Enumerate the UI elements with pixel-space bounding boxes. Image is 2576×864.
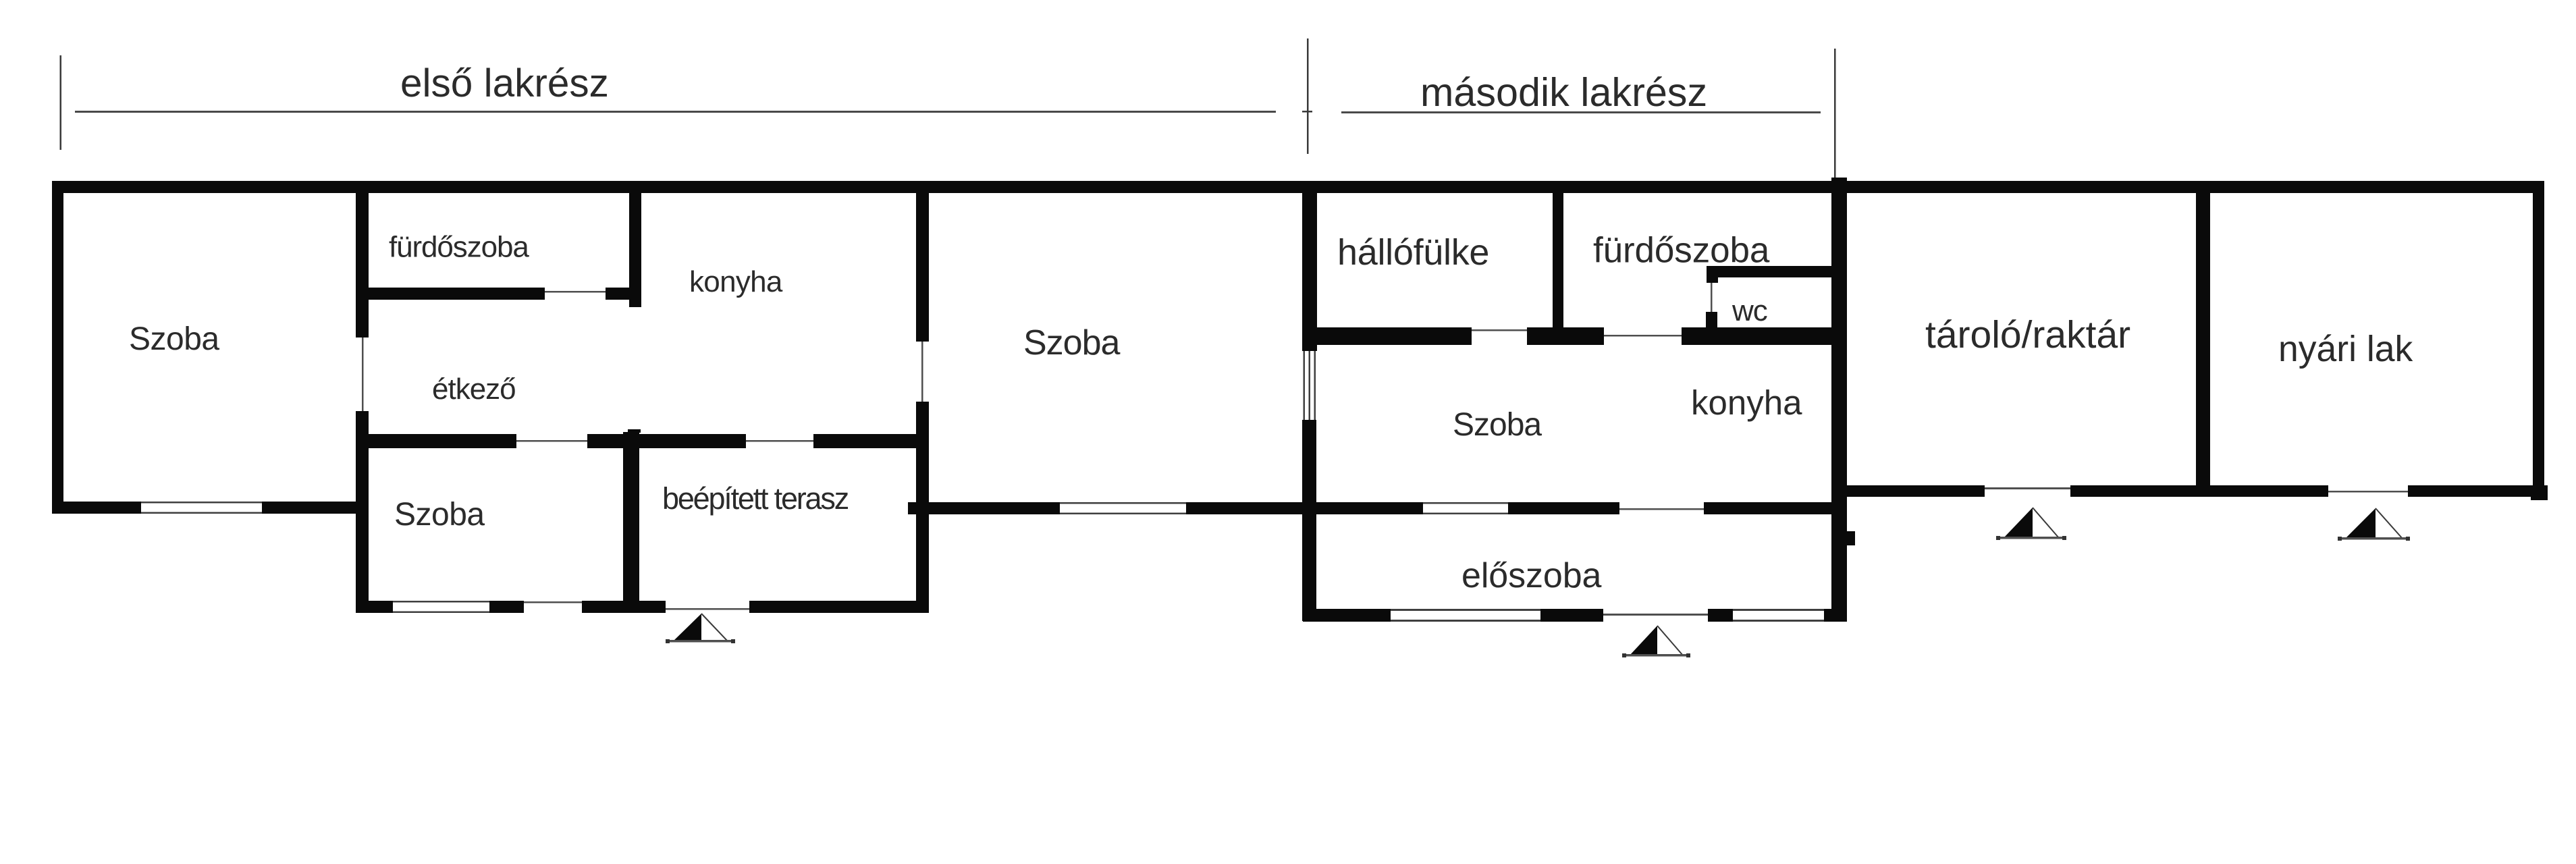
svg-text:hállófülke: hállófülke	[1337, 232, 1489, 273]
svg-text:Szoba: Szoba	[1453, 407, 1542, 443]
svg-text:tároló/raktár: tároló/raktár	[1925, 313, 2130, 356]
svg-text:konyha: konyha	[1691, 383, 1802, 422]
svg-text:Szoba: Szoba	[1023, 323, 1121, 362]
svg-text:konyha: konyha	[689, 265, 783, 298]
svg-text:beépített terasz: beépített terasz	[662, 481, 849, 516]
svg-text:előszoba: előszoba	[1461, 556, 1602, 595]
svg-text:második lakrész: második lakrész	[1420, 70, 1707, 115]
svg-text:Szoba: Szoba	[129, 321, 219, 357]
svg-text:Szoba: Szoba	[394, 497, 485, 533]
svg-text:fürdőszoba: fürdőszoba	[389, 231, 529, 264]
svg-text:nyári lak: nyári lak	[2278, 329, 2413, 369]
svg-text:wc: wc	[1732, 294, 1767, 327]
svg-text:étkező: étkező	[432, 373, 516, 406]
svg-text:fürdőszoba: fürdőszoba	[1593, 231, 1770, 271]
svg-text:első lakrész: első lakrész	[400, 61, 609, 105]
